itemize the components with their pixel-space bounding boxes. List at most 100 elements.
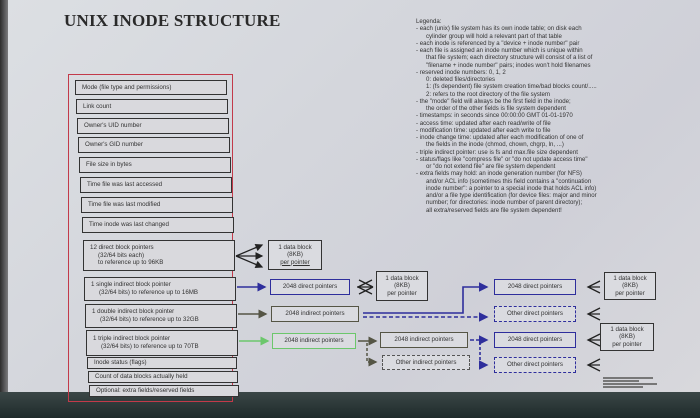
field-mtime: Time file was last modified <box>81 197 233 213</box>
data-block-unit: per pointer <box>612 340 642 348</box>
field-triple-indirect: 1 triple indirect block pointer (32/64 b… <box>86 330 238 356</box>
field-link-count: Link count <box>76 99 228 114</box>
fan-single <box>357 279 374 295</box>
legend-line: - each (unix) file system has its own in… <box>416 25 582 33</box>
data-block-label: 1 data block <box>610 325 644 333</box>
field-sublabel: (32/64 bits) to reference up to 16MB <box>99 289 199 296</box>
box-label: Other direct pointers <box>506 310 564 318</box>
data-block-single: 1 data block (8KB) per pointer <box>376 271 428 301</box>
field-uid: Owner's UID number <box>77 118 229 134</box>
field-label: 12 direct block pointers <box>90 243 154 251</box>
field-label: File size in bytes <box>86 161 132 169</box>
data-block-label: 1 data block <box>385 274 419 282</box>
legend-line: all extra/reserved fields are file syste… <box>426 206 562 214</box>
legend-line: 0: deleted files/directories <box>426 76 496 83</box>
box-label: Other direct pointers <box>506 361 564 369</box>
field-label: 1 single indirect block pointer <box>91 281 171 289</box>
data-block-label: 1 data block <box>613 274 647 282</box>
field-label: Optional: extra fields/reserved fields <box>96 387 195 395</box>
data-block-triple: 1 data block (8KB) per pointer <box>600 323 654 351</box>
legend-line: - access time: updated after each read/w… <box>416 119 551 127</box>
box-label: 2048 indirect pointers <box>285 310 345 318</box>
field-sublabel: to reference up to 96KB <box>98 259 164 267</box>
data-block-size: (8KB) <box>619 333 635 341</box>
triple-indirect-pointers-l2: 2048 indirect pointers <box>380 332 468 348</box>
field-single-indirect: 1 single indirect block pointer (32/64 b… <box>84 277 236 301</box>
legend-line: "filename + inode number" pairs; inodes … <box>426 61 591 69</box>
field-block-count: Count of data blocks actually held <box>88 371 238 383</box>
legend-line: inode number": a pointer to a special in… <box>426 184 597 192</box>
inode-outline <box>68 74 233 402</box>
double-direct-pointers: 2048 direct pointers <box>494 279 576 295</box>
legend-line: and/or a file type identification (for d… <box>426 192 597 199</box>
legend-line: - reserved inode numbers: 0, 1, 2 <box>416 68 506 76</box>
data-block-unit: per pointer <box>280 258 310 266</box>
data-block-direct: 1 data block (8KB) per pointer <box>268 240 322 270</box>
field-sublabel: (32/64 bits) to reference up to 70TB <box>101 343 199 350</box>
double-indirect-pointers: 2048 indirect pointers <box>271 306 359 322</box>
legend-line: cylinder group will hold a relevant part… <box>426 32 562 40</box>
credits-block <box>603 376 663 389</box>
legend-line: the order of the other fields is file sy… <box>426 105 566 112</box>
legend-line: the fields in the inode (chmod, chown, c… <box>426 141 564 149</box>
data-block-unit: per pointer <box>387 289 417 297</box>
triple-other-direct-pointers: Other direct pointers <box>494 357 576 373</box>
field-label: 1 triple indirect block pointer <box>93 335 171 343</box>
legend-line: - extra fields may hold: an inode genera… <box>416 170 582 178</box>
legend-line: 1: (fs dependent) file system creation t… <box>426 83 597 91</box>
field-label: Owner's GID number <box>85 141 143 149</box>
box-label: 2048 direct pointers <box>282 283 338 291</box>
box-label: 2048 direct pointers <box>507 336 563 344</box>
data-block-double: 1 data block (8KB) per pointer <box>604 272 656 300</box>
photo-edge <box>0 0 10 418</box>
field-ctime: Time inode was last changed <box>82 217 234 233</box>
legend-line: - timestamps: in seconds since 00:00:00 … <box>416 112 573 120</box>
box-label: 2048 indirect pointers <box>284 337 344 345</box>
field-label: Link count <box>83 102 112 110</box>
page-title: UNIX INODE STRUCTURE <box>64 11 281 30</box>
field-label: 1 double indirect block pointer <box>92 308 175 316</box>
fan-right <box>586 280 601 372</box>
legend-line: - each file is assigned an inode number … <box>416 47 583 54</box>
data-block-size: (8KB) <box>394 282 410 290</box>
field-sublabel: (32/64 bits) to reference up to 32GB <box>100 316 199 323</box>
field-atime: Time file was last accessed <box>80 177 232 193</box>
field-label: Inode status (flags) <box>94 359 147 367</box>
legend-heading: Legenda: <box>416 18 442 25</box>
box-label: 2048 direct pointers <box>507 283 563 291</box>
field-sublabel: (32/64 bits each) <box>98 251 145 259</box>
field-optional-extra: Optional: extra fields/reserved fields <box>89 385 239 397</box>
field-label: Time file was last modified <box>88 201 161 209</box>
field-label: Mode (file type and permissions) <box>82 83 172 91</box>
field-size: File size in bytes <box>79 157 231 173</box>
box-label: 2048 indirect pointers <box>394 336 454 344</box>
legend-line: - status/flags like "compress file" or "… <box>416 155 588 163</box>
box-label: Other indirect pointers <box>395 358 457 366</box>
legend-line: that file system; each directory structu… <box>426 54 593 62</box>
legend: Legenda: - each (unix) file system has i… <box>416 18 696 214</box>
field-direct-pointers: 12 direct block pointers (32/64 bits eac… <box>83 240 235 271</box>
direct-fan-arrows <box>235 243 264 269</box>
data-block-size: (8KB) <box>622 282 638 290</box>
field-label: Time inode was last changed <box>89 221 169 229</box>
field-label: Owner's UID number <box>84 122 142 130</box>
legend-line: - triple indirect pointer: use is fs and… <box>416 148 578 156</box>
triple-indirect-pointers-l1: 2048 indirect pointers <box>272 333 356 349</box>
field-label: Time file was last accessed <box>87 181 163 189</box>
other-indirect-pointers: Other indirect pointers <box>382 355 470 370</box>
legend-line: - inode change time: updated after each … <box>416 134 584 141</box>
double-other-direct-pointers: Other direct pointers <box>494 306 576 322</box>
field-status-flags: Inode status (flags) <box>87 357 237 369</box>
field-mode: Mode (file type and permissions) <box>75 80 227 95</box>
single-indirect-direct-pointers: 2048 direct pointers <box>270 279 350 295</box>
data-block-label: 1 data block <box>278 243 312 251</box>
legend-line: and/or ACL info (sometimes this field co… <box>426 177 592 185</box>
legend-line: - each inode is referenced by a "device … <box>416 39 580 47</box>
legend-line: or "do not extend file" are file system … <box>426 163 556 170</box>
field-gid: Owner's GID number <box>78 137 230 153</box>
legend-line: - the "mode" field will always be the fi… <box>416 97 571 105</box>
legend-line: 2: refers to the root directory of the f… <box>426 90 550 98</box>
data-block-size: (8KB) <box>287 251 303 259</box>
field-label: Count of data blocks actually held <box>95 373 188 381</box>
